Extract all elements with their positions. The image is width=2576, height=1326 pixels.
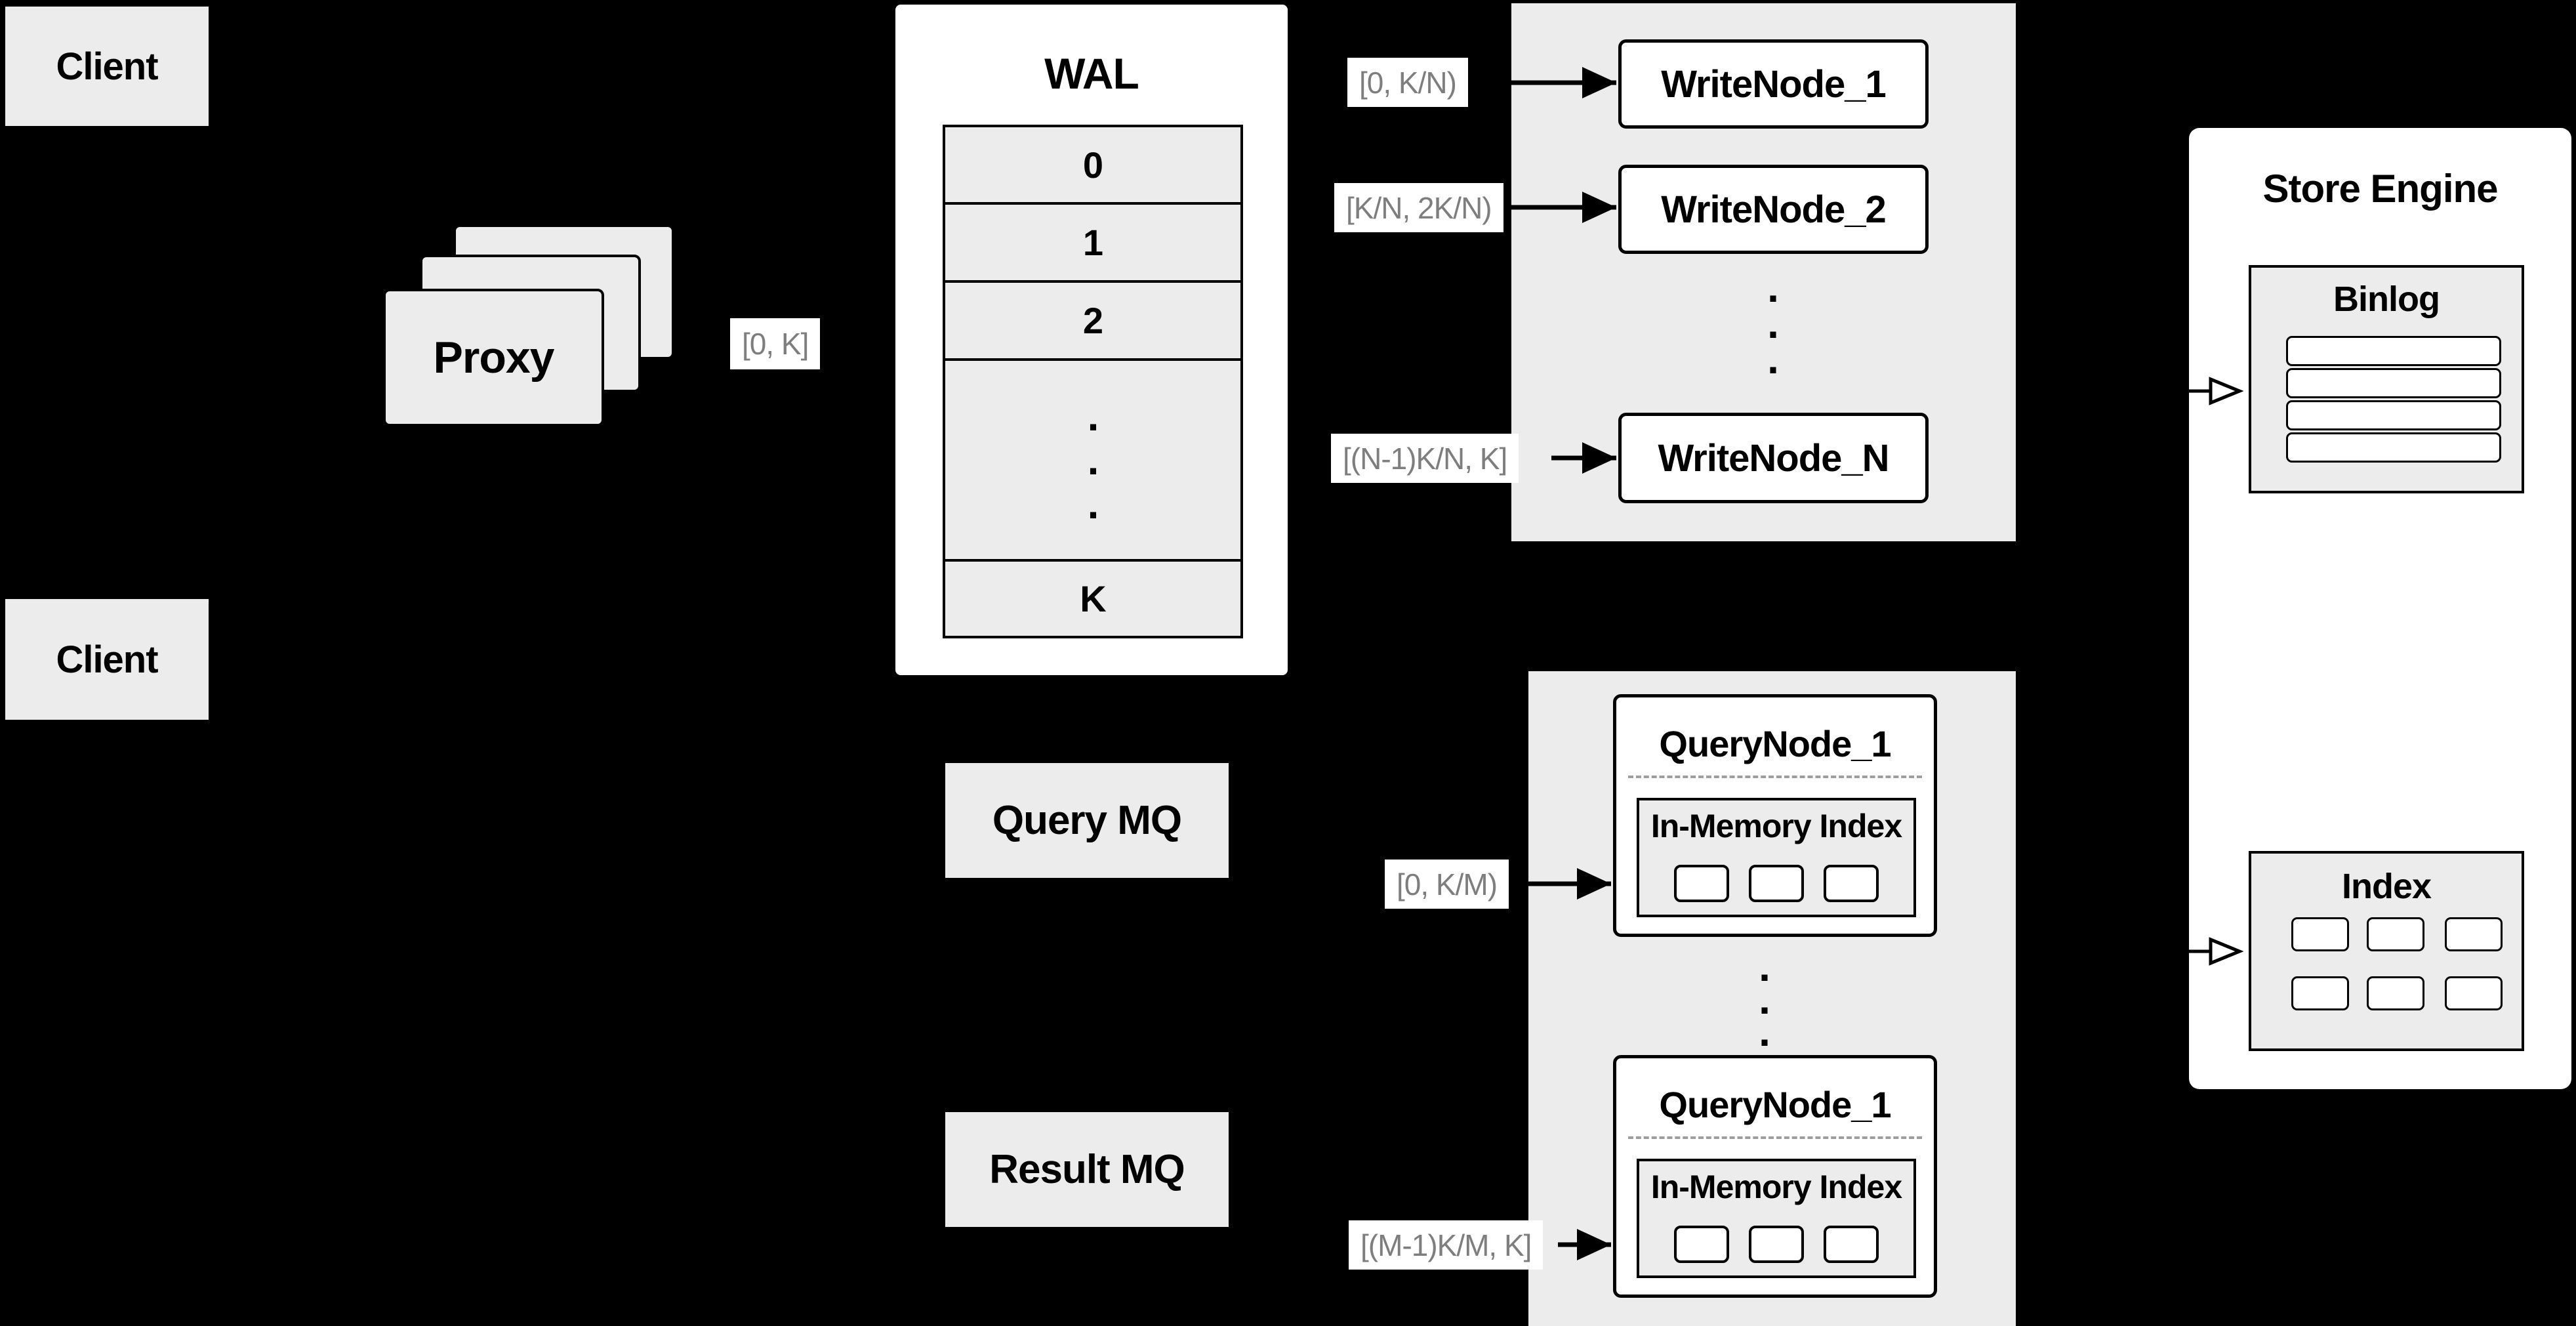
wal-row-ellipsis: . . . <box>945 361 1240 562</box>
query-node-top-memory-index: In-Memory Index <box>1637 798 1916 917</box>
binlog-segment-row <box>2286 400 2501 430</box>
edge-label-query-1-text: [0, K/M) <box>1397 867 1498 901</box>
binlog-title-text: Binlog <box>2333 280 2440 319</box>
wal-title-text: WAL <box>1044 49 1139 98</box>
memory-index-title-top-text: In-Memory Index <box>1650 808 1902 844</box>
client-top-label: Client <box>56 45 158 88</box>
store-engine-title: Store Engine <box>2189 154 2571 223</box>
write-node-2: WriteNode_2 <box>1618 165 1929 254</box>
binlog-rows <box>2286 336 2501 463</box>
wal-row-2-label: 2 <box>1082 300 1103 341</box>
index-title: Index <box>2251 861 2522 911</box>
edge-label-write-2-text: [K/N, 2K/N) <box>1346 190 1492 225</box>
edge-label-write-1: [0, K/N) <box>1347 58 1468 107</box>
memory-index-title-top: In-Memory Index <box>1651 800 1902 852</box>
write-node-1-label: WriteNode_1 <box>1661 62 1886 106</box>
binlog-segment-row <box>2286 432 2501 463</box>
memory-index-cells-bottom <box>1674 1226 1879 1263</box>
memory-index-cells-top <box>1674 865 1879 902</box>
edge-label-query-1: [0, K/M) <box>1385 860 1509 909</box>
client-box-top: Client <box>5 7 209 126</box>
wal-table: 0 1 2 . . . K <box>943 125 1243 638</box>
wal-row-0-label: 0 <box>1082 144 1103 186</box>
dot-glyph: . <box>1767 299 1779 347</box>
index-box: Index <box>2249 851 2524 1051</box>
result-mq-label: Result MQ <box>989 1147 1185 1192</box>
memory-segment-cell <box>1749 865 1804 902</box>
write-node-n-label: WriteNode_N <box>1658 436 1889 480</box>
write-node-n: WriteNode_N <box>1618 413 1929 503</box>
query-node-bottom: QueryNode_1 In-Memory Index <box>1613 1055 1937 1298</box>
query-node-bottom-memory-index: In-Memory Index <box>1637 1159 1916 1278</box>
dot-glyph: . <box>1087 480 1099 528</box>
query-node-bottom-title: QueryNode_1 <box>1616 1075 1934 1134</box>
wal-row-0: 0 <box>945 127 1240 205</box>
edge-label-query-m: [(M-1)K/M, K] <box>1349 1220 1544 1270</box>
index-title-text: Index <box>2341 867 2432 906</box>
index-segment-cell <box>2291 976 2349 1010</box>
edge-label-write-2: [K/N, 2K/N) <box>1334 183 1503 232</box>
write-node-2-label: WriteNode_2 <box>1661 188 1886 231</box>
proxy-card-front: Proxy <box>383 289 604 426</box>
binlog-title: Binlog <box>2251 273 2522 325</box>
proxy-label: Proxy <box>433 333 555 383</box>
store-engine-panel: Store Engine Binlog Index <box>2189 128 2571 1089</box>
memory-segment-cell <box>1674 1226 1729 1263</box>
wal-row-k: K <box>945 562 1240 636</box>
binlog-segment-row <box>2286 368 2501 398</box>
dot-glyph: . <box>1767 264 1779 311</box>
write-group-ellipsis: . . . <box>1753 264 1793 383</box>
query-node-bottom-title-text: QueryNode_1 <box>1659 1083 1891 1125</box>
index-segment-cell <box>2291 917 2349 951</box>
query-node-top-title-text: QueryNode_1 <box>1659 722 1891 764</box>
wal-row-1: 1 <box>945 205 1240 283</box>
query-node-bottom-divider <box>1628 1136 1922 1139</box>
memory-segment-cell <box>1824 1226 1879 1263</box>
result-mq-box: Result MQ <box>945 1112 1229 1227</box>
index-segment-cell <box>2367 976 2424 1010</box>
edge-label-write-n: [(N-1)K/N, K] <box>1331 434 1519 483</box>
memory-index-title-bottom-text: In-Memory Index <box>1650 1169 1902 1205</box>
dot-glyph: . <box>1087 392 1099 440</box>
edge-label-write-1-text: [0, K/N) <box>1359 65 1457 100</box>
memory-segment-cell <box>1824 865 1879 902</box>
query-node-top-divider <box>1628 776 1922 778</box>
dot-glyph: . <box>1759 943 1770 990</box>
store-engine-title-text: Store Engine <box>2262 167 2498 211</box>
memory-segment-cell <box>1674 865 1729 902</box>
wal-row-k-label: K <box>1080 578 1106 619</box>
dot-glyph: . <box>1767 335 1779 383</box>
wal-title: WAL <box>895 41 1288 106</box>
memory-index-title-bottom: In-Memory Index <box>1651 1161 1902 1212</box>
dot-glyph: . <box>1087 436 1099 484</box>
index-segment-cell <box>2445 976 2503 1010</box>
dot-glyph: . <box>1759 1008 1770 1055</box>
client-box-bottom: Client <box>5 599 209 720</box>
query-mq-box: Query MQ <box>945 763 1229 878</box>
client-bottom-label: Client <box>56 638 158 681</box>
edge-label-proxy-to-wal-text: [0, K] <box>742 327 809 361</box>
query-node-top-title: QueryNode_1 <box>1616 714 1934 773</box>
index-segment-cell <box>2445 917 2503 951</box>
wal-ellipsis-dots: . . . <box>1087 392 1099 528</box>
index-segment-cell <box>2367 917 2424 951</box>
query-node-top: QueryNode_1 In-Memory Index <box>1613 694 1937 937</box>
edge-label-write-n-text: [(N-1)K/N, K] <box>1343 441 1507 476</box>
query-group-ellipsis: . . . <box>1745 943 1784 1055</box>
memory-segment-cell <box>1749 1226 1804 1263</box>
query-mq-label: Query MQ <box>992 798 1182 843</box>
wal-row-2: 2 <box>945 283 1240 361</box>
edge-label-query-m-text: [(M-1)K/M, K] <box>1360 1228 1532 1262</box>
binlog-segment-row <box>2286 336 2501 366</box>
write-node-1: WriteNode_1 <box>1618 39 1929 129</box>
dot-glyph: . <box>1759 975 1770 1023</box>
wal-row-1-label: 1 <box>1082 222 1103 263</box>
binlog-box: Binlog <box>2249 265 2524 493</box>
wal-panel: WAL 0 1 2 . . . K <box>895 5 1288 675</box>
edge-label-proxy-to-wal: [0, K] <box>730 318 821 369</box>
